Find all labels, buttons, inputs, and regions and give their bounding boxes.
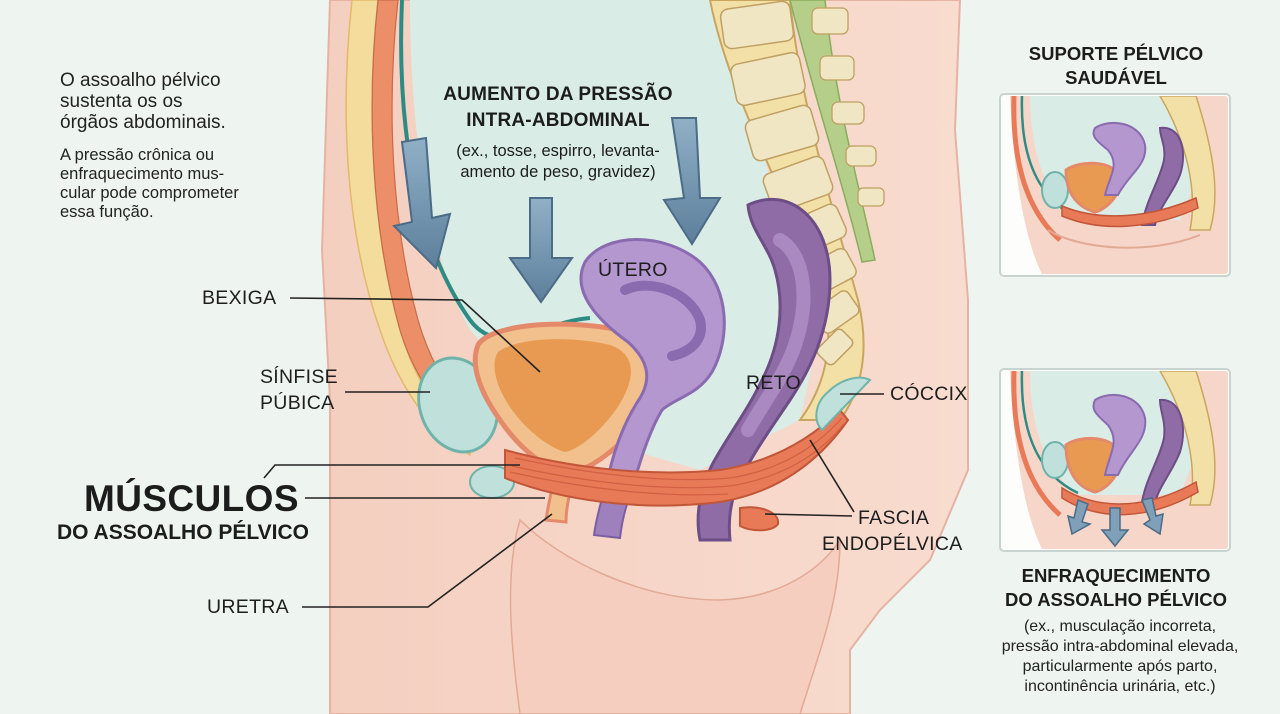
label-assoalho-pelvico: DO ASSOALHO PÉLVICO [57,521,310,544]
intro-text-secondary: A pressão crônica ou enfraquecimento mus… [60,146,239,222]
weakened-desc-line-3: particularmente após parto, [1022,658,1218,675]
weakened-panel-description: (ex., musculação incorreta, pressão intr… [960,617,1280,697]
intro-line-7: essa função. [60,203,154,221]
bexiga-leader [289,297,541,373]
label-sinfise-line-2: PÚBICA [260,392,335,414]
label-sinfise-line-1: SÍNFISE [260,366,338,388]
label-fascia-line-1: FASCIA [858,507,930,529]
healthy-title-line-2: SAUDÁVEL [1065,67,1167,88]
weakness-arrow-2 [1100,507,1130,548]
pressure-arrows [392,117,722,304]
weakness-arrow-3 [1140,497,1164,536]
label-musculos: MÚSCULOS [84,478,299,519]
intro-line-5: enfraquecimento mus- [60,165,225,183]
weakness-arrow-1 [1066,498,1093,536]
musculos-leader-1 [263,464,520,479]
pressure-title-line-2: INTRA-ABDOMINAL [466,110,650,131]
weakened-panel-illustration [1010,371,1228,549]
fascia-leader-2 [764,513,853,517]
uretra-leader [302,513,553,608]
weakened-desc-line-4: incontinência urinária, etc.) [1024,678,1216,695]
pressure-sub-line-1: (ex., tosse, espirro, levanta- [456,142,660,160]
weakened-title-line-2: DO ASSOALHO PÉLVICO [1004,589,1228,610]
muscle-fibers [509,417,845,496]
uterine-cavity [620,280,706,361]
label-utero: ÚTERO [598,259,668,281]
healthy-panel-illustration [1010,96,1228,274]
intro-text-primary: O assoalho pélvico sustenta os os órgãos… [60,70,226,133]
intro-line-6: cular pode comprometer [60,184,239,202]
intro-line-3: órgãos abdominais. [60,112,226,133]
vertebral-processes [811,7,885,207]
perineal-body [739,506,780,532]
label-fascia-line-2: ENDOPÉLVICA [822,533,963,555]
label-coccix: CÓCCIX [890,383,968,405]
intro-line-2: sustenta os os [60,91,183,112]
intro-line-1: O assoalho pélvico [60,70,221,91]
weakened-title-line-1: ENFRAQUECIMENTO [1021,565,1211,586]
pelvic-floor-muscle [504,408,850,507]
label-reto: RETO [746,372,802,394]
pressure-arrow-3 [662,117,722,246]
pressure-title: AUMENTO DA PRESSÃO INTRA-ABDOMINAL [398,82,718,134]
bladder-inner [494,339,631,452]
pressure-subtitle: (ex., tosse, espirro, levanta- amento de… [398,141,718,183]
healthy-panel-title: SUPORTE PÉLVICO SAUDÁVEL [1000,42,1232,90]
healthy-title-line-1: SUPORTE PÉLVICO [1028,43,1204,64]
label-uretra: URETRA [207,596,289,618]
intro-line-4: A pressão crônica ou [60,146,215,164]
rectal-lumen [741,233,811,437]
pressure-arrow-1 [392,136,452,270]
leader-lines [263,297,884,608]
pressure-title-line-1: AUMENTO DA PRESSÃO [443,84,673,105]
label-bexiga: BEXIGA [202,287,277,309]
weakened-desc-line-2: pressão intra-abdominal elevada, [1001,638,1239,655]
fascia-leader-1 [809,439,855,513]
pressure-sub-line-2: amento de peso, gravidez) [460,163,656,181]
weakened-desc-line-1: (ex., musculação incorreta, [1023,618,1217,635]
pressure-arrow-2 [508,197,574,304]
weakened-panel-title: ENFRAQUECIMENTO DO ASSOALHO PÉLVICO [1000,564,1232,612]
weakness-arrows [1066,497,1164,548]
perineum-skin [509,518,841,714]
coccyx-bone [815,376,872,432]
